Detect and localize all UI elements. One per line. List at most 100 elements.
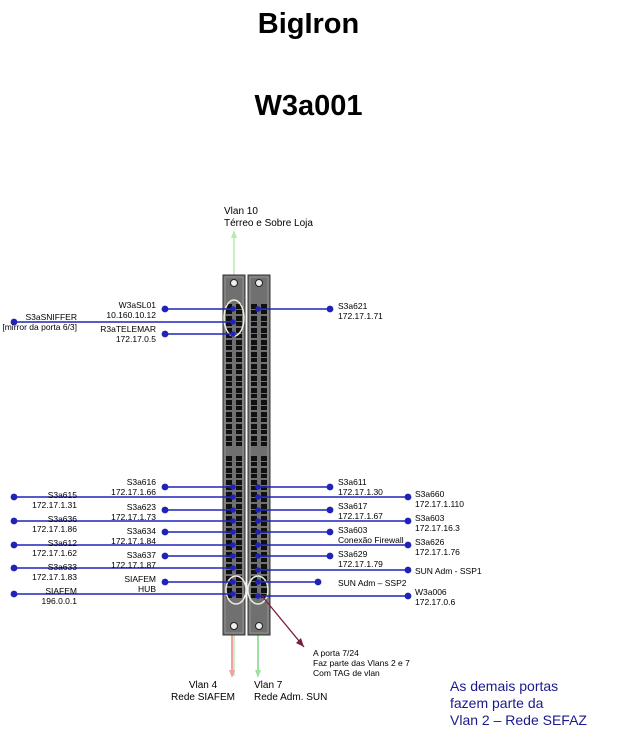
port-icon	[236, 334, 242, 338]
device-node	[326, 506, 334, 514]
port-icon	[226, 558, 232, 562]
vlan-10-description: Térreo e Sobre Loja	[224, 218, 313, 229]
device-ip: 172.17.1.76	[415, 547, 460, 557]
port-icon	[226, 510, 232, 514]
port-icon	[226, 552, 232, 557]
port-icon	[226, 310, 232, 314]
port-icon	[226, 456, 232, 461]
port-icon	[226, 570, 232, 574]
port-link-dot	[230, 591, 236, 597]
port-icon	[226, 406, 232, 410]
device-name: S3aSNIFFER	[25, 312, 78, 322]
port-icon	[226, 352, 232, 357]
device-ip: 172.17.1.84	[111, 536, 156, 546]
port-icon	[251, 552, 257, 557]
port-icon	[251, 424, 257, 429]
device-name: S3a636	[47, 514, 77, 524]
device-name: W3a006	[415, 587, 447, 597]
port-icon	[226, 358, 232, 362]
port-icon	[226, 534, 232, 538]
device-name: S3a612	[47, 538, 77, 548]
port-icon	[251, 352, 257, 357]
port-icon	[236, 394, 242, 398]
port-icon	[261, 504, 267, 509]
port-icon	[236, 492, 242, 497]
port-icon	[251, 304, 257, 309]
port-7-24-annotation: A porta 7/24 Faz parte das Vlans 2 e 7 C…	[313, 648, 410, 678]
port-icon	[251, 334, 257, 338]
port-icon	[261, 582, 267, 586]
port-icon	[236, 436, 242, 441]
annotation-line-1: A porta 7/24	[313, 648, 359, 658]
port-icon	[251, 510, 257, 514]
device-ip: 196.0.0.1	[41, 596, 77, 606]
vlan-7-port-group	[247, 575, 269, 605]
port-icon	[261, 418, 267, 422]
port-icon	[226, 418, 232, 422]
port-icon	[261, 406, 267, 410]
screw-icon	[255, 279, 263, 287]
port-icon	[236, 546, 242, 550]
device-name: S3a629	[338, 549, 368, 559]
port-icon	[261, 456, 267, 461]
port-icon	[261, 412, 267, 417]
vlan-10-name: Vlan 10	[224, 206, 258, 217]
port-icon	[226, 516, 232, 521]
port-icon	[226, 576, 232, 581]
port-icon	[251, 468, 257, 473]
port-link-dot	[255, 579, 261, 585]
device-ip: 172.17.16.3	[415, 523, 460, 533]
port-icon	[261, 540, 267, 545]
port-icon	[236, 468, 242, 473]
port-icon	[226, 340, 232, 345]
port-link-dot	[230, 518, 236, 524]
port-icon	[236, 358, 242, 362]
device-name: S3a617	[338, 501, 368, 511]
port-icon	[251, 570, 257, 574]
port-icon	[236, 406, 242, 410]
device-node	[10, 318, 18, 326]
port-icon	[261, 528, 267, 533]
device-ip: 172.17.0.6	[415, 597, 456, 607]
port-icon	[261, 394, 267, 398]
port-icon	[236, 528, 242, 533]
device-node	[10, 564, 18, 572]
port-icon	[261, 376, 267, 381]
port-icon	[236, 442, 242, 446]
device-node	[326, 528, 334, 536]
port-icon	[236, 418, 242, 422]
port-icon	[226, 394, 232, 398]
port-icon	[226, 582, 232, 586]
vlan-4-arrowhead	[229, 670, 235, 678]
port-icon	[261, 304, 267, 309]
port-icon	[261, 424, 267, 429]
port-icon	[226, 346, 232, 350]
device-name: S3a621	[338, 301, 368, 311]
device-name: S3a603	[338, 525, 368, 535]
port-icon	[226, 528, 232, 533]
device-name: SUN Adm – SSP2	[338, 578, 407, 588]
port-icon	[261, 382, 267, 386]
port-icon	[261, 352, 267, 357]
device-ip: 172.17.1.79	[338, 559, 383, 569]
footer-note-line-1: As demais portas	[450, 678, 559, 694]
port-icon	[261, 316, 267, 321]
port-icon	[226, 498, 232, 502]
port-icon	[226, 400, 232, 405]
device-node	[10, 590, 18, 598]
vlan-4-description: Rede SIAFEM	[171, 692, 235, 703]
port-icon	[226, 322, 232, 326]
port-icon	[236, 540, 242, 545]
device-name: S3a637	[126, 550, 156, 560]
port-icon	[261, 510, 267, 514]
device-name: S3a626	[415, 537, 445, 547]
port-icon	[236, 564, 242, 569]
port-link-dot	[255, 529, 261, 535]
port-icon	[236, 588, 242, 593]
title-line-2: W3a001	[254, 90, 363, 122]
port-icon	[236, 474, 242, 478]
port-icon	[261, 310, 267, 314]
port-icon	[251, 486, 257, 490]
port-icon	[251, 576, 257, 581]
